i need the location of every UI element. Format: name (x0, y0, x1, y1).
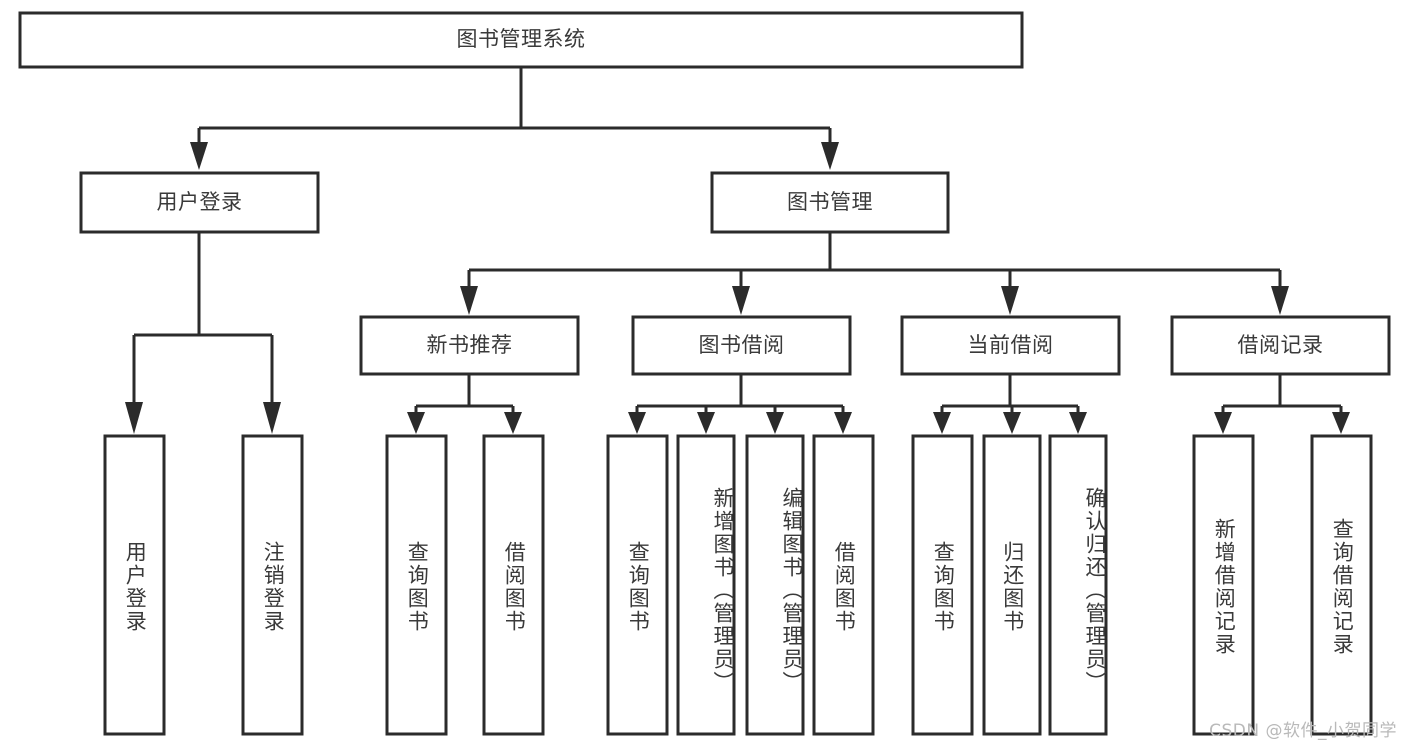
arrow-head (834, 412, 852, 434)
arrow-head (1271, 286, 1289, 315)
box-current-borrow[interactable] (900, 315, 1121, 376)
connector-root-to-level2 (190, 67, 839, 170)
box-user-login[interactable] (79, 171, 320, 234)
arrow-head (933, 412, 951, 434)
connector-book-management-to-level3 (460, 232, 1289, 315)
arrow-head (1001, 286, 1019, 315)
box-new-book-recommend[interactable] (359, 315, 580, 376)
connector-borrow-record-to-leaves (1214, 374, 1350, 434)
arrow-head (766, 412, 784, 434)
connector-book-borrow-to-leaves (628, 374, 852, 434)
box-root-title[interactable] (18, 11, 1024, 69)
box-leaf-return-book[interactable] (982, 434, 1042, 736)
box-borrow-record[interactable] (1170, 315, 1391, 376)
box-leaf-add-record[interactable] (1192, 434, 1255, 736)
arrow-head (1069, 412, 1087, 434)
box-leaf-user-login[interactable] (103, 434, 166, 736)
arrow-head (407, 412, 425, 434)
box-leaf-edit-book[interactable] (745, 434, 805, 736)
arrow-head (732, 286, 750, 315)
arrow-head (1003, 412, 1021, 434)
arrow-head (821, 142, 839, 170)
box-book-management[interactable] (710, 171, 950, 234)
arrow-head (125, 402, 143, 434)
arrow-head (504, 412, 522, 434)
box-leaf-confirm-return[interactable] (1048, 434, 1108, 736)
connector-user-login-to-leaves (125, 232, 281, 434)
arrow-head (628, 412, 646, 434)
box-leaf-query-book-3[interactable] (911, 434, 974, 736)
arrow-head (697, 412, 715, 434)
arrow-head (263, 402, 281, 434)
box-leaf-add-book[interactable] (676, 434, 736, 736)
box-leaf-borrow-book-2[interactable] (812, 434, 875, 736)
box-book-borrow[interactable] (631, 315, 852, 376)
arrow-head (460, 286, 478, 315)
arrow-head (1332, 412, 1350, 434)
box-leaf-query-book-1[interactable] (385, 434, 448, 736)
box-leaf-query-book-2[interactable] (606, 434, 669, 736)
box-leaf-logout[interactable] (241, 434, 304, 736)
box-leaf-query-record[interactable] (1310, 434, 1373, 736)
box-leaf-borrow-book-1[interactable] (482, 434, 545, 736)
connector-new-book-recommend-to-leaves (407, 374, 522, 434)
arrow-head (1214, 412, 1232, 434)
connector-current-borrow-to-leaves (933, 374, 1087, 434)
arrow-head (190, 142, 208, 170)
csdn-watermark: CSDN @软件_小贺同学 (1209, 721, 1397, 741)
